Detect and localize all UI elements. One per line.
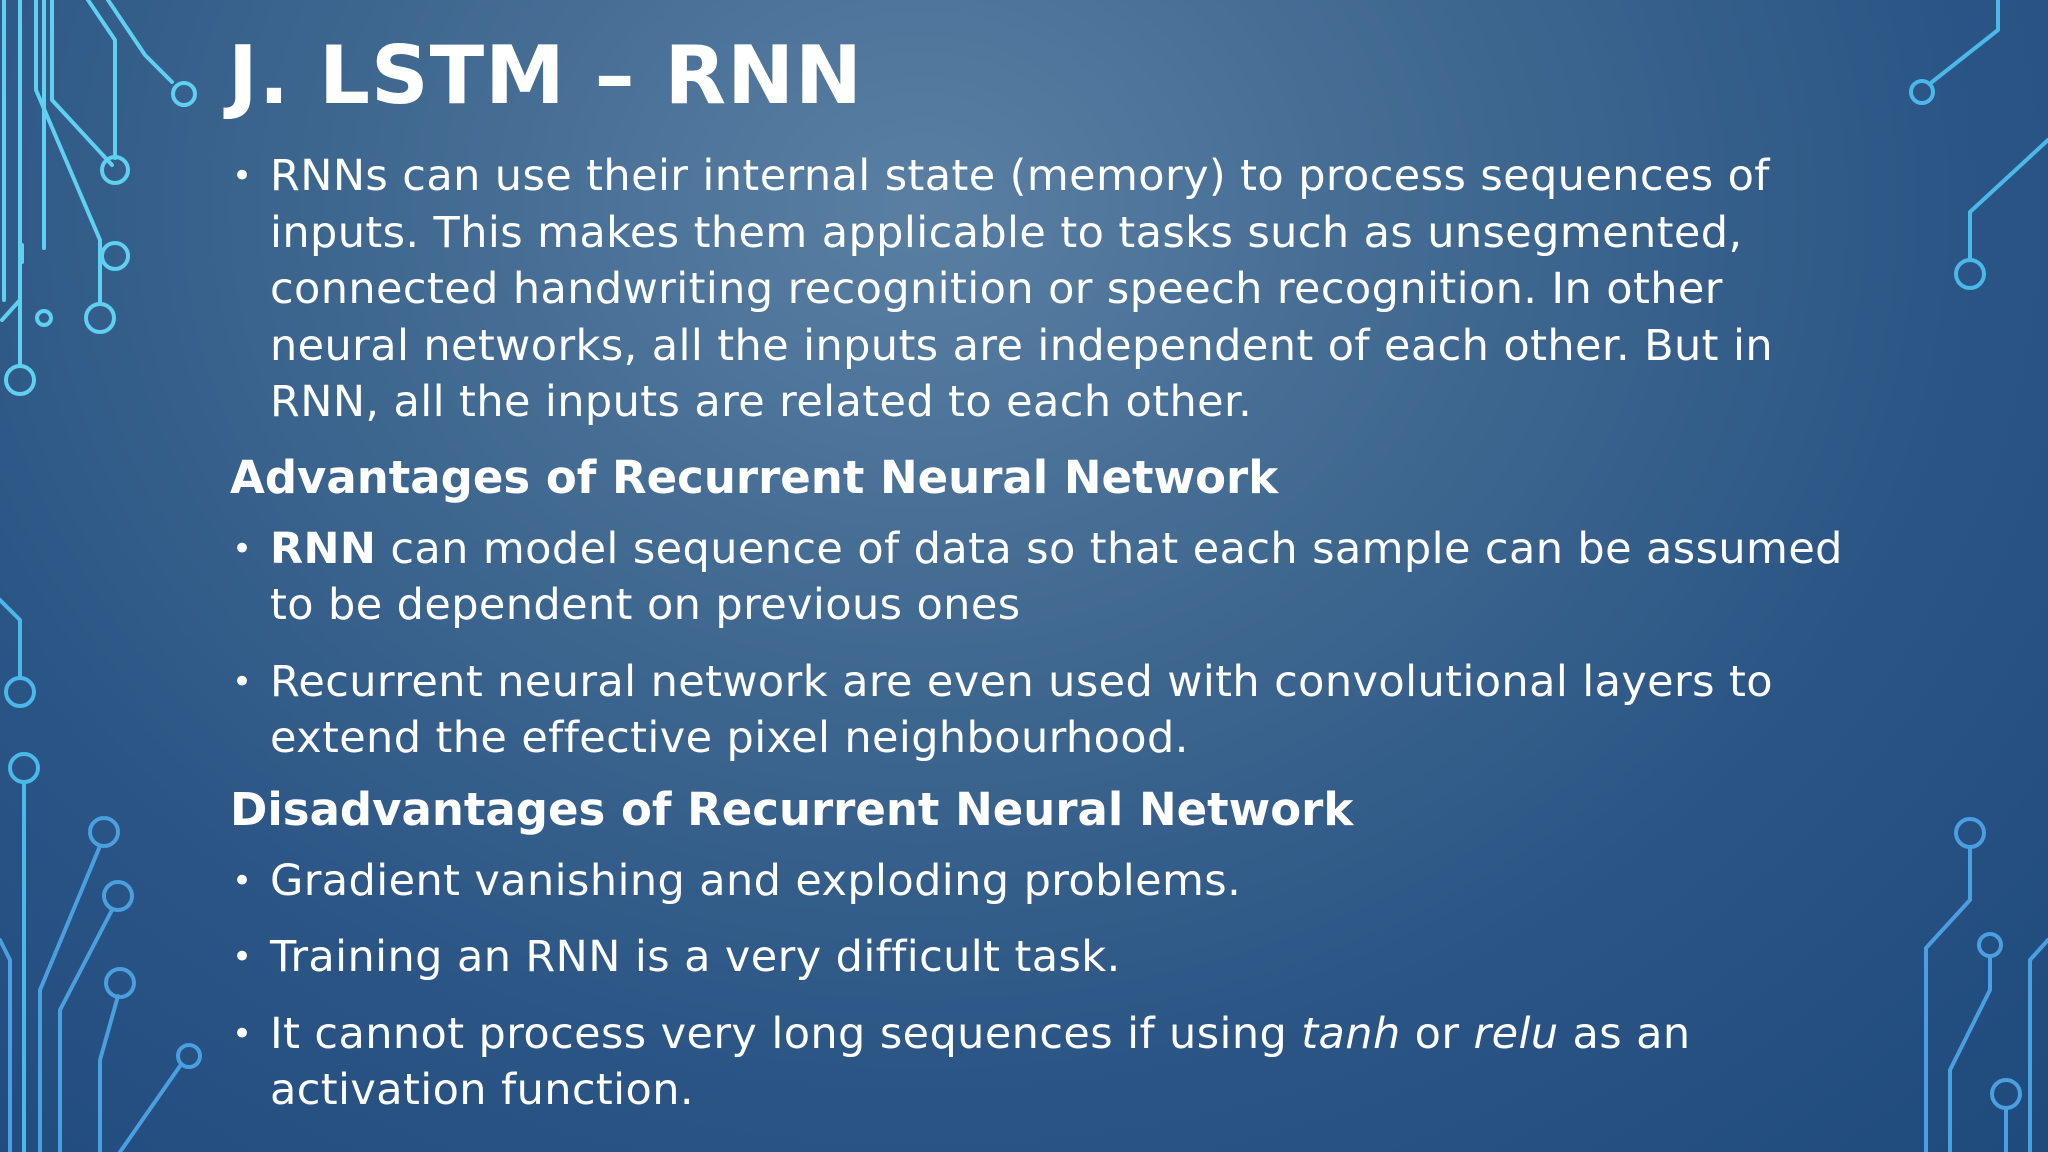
bullet-text: Training an RNN is a very difficult task… bbox=[270, 932, 1121, 982]
bullet-text-part1: It cannot process very long sequences if… bbox=[270, 1008, 1302, 1059]
bullet-text-part2: as an activation function. bbox=[270, 1008, 1691, 1116]
bullet-icon: • bbox=[232, 937, 253, 977]
bullet-bold-term: RNN bbox=[270, 523, 377, 574]
bullet-disadvantage-3: • It cannot process very long sequences i… bbox=[230, 1006, 1870, 1119]
bullet-icon: • bbox=[232, 528, 253, 569]
bullet-text: Recurrent neural network are even used w… bbox=[270, 656, 1773, 764]
bullet-text-mid: or bbox=[1400, 1008, 1474, 1059]
bullet-advantage-1: • RNN can model sequence of data so that … bbox=[230, 521, 1870, 634]
slide-title: J. LSTM – RNN bbox=[228, 29, 863, 122]
bullet-text: can model sequence of data so that each … bbox=[270, 523, 1843, 631]
bullet-icon: • bbox=[232, 1013, 253, 1054]
bullet-advantage-2: • Recurrent neural network are even used … bbox=[230, 654, 1870, 767]
tanh-term: tanh bbox=[1301, 1008, 1401, 1059]
slide-content: • RNNs can use their internal state (mem… bbox=[230, 148, 1870, 1119]
advantages-heading: Advantages of Recurrent Neural Network bbox=[230, 450, 1279, 504]
bullet-rnn-intro: • RNNs can use their internal state (mem… bbox=[230, 148, 1870, 431]
bullet-text: Gradient vanishing and exploding problem… bbox=[270, 855, 1242, 906]
bullet-disadvantage-2: • Training an RNN is a very difficult tas… bbox=[230, 929, 1870, 986]
bullet-icon: • bbox=[232, 156, 253, 196]
relu-term: relu bbox=[1473, 1008, 1559, 1059]
bullet-text: RNNs can use their internal state (memor… bbox=[270, 151, 1773, 427]
bullet-disadvantage-1: • Gradient vanishing and exploding proble… bbox=[230, 853, 1870, 910]
disadvantages-heading: Disadvantages of Recurrent Neural Networ… bbox=[230, 782, 1354, 836]
bullet-icon: • bbox=[232, 661, 253, 702]
bullet-icon: • bbox=[232, 860, 253, 901]
